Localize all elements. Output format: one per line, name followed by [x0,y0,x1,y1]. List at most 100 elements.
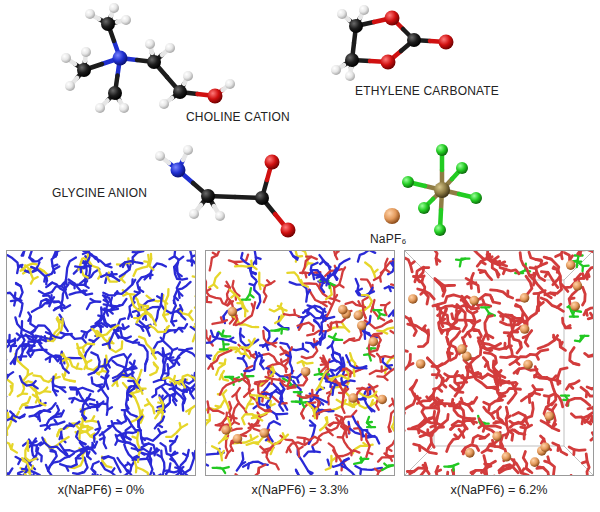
molecule-stick [316,414,319,419]
sodium-ion [408,294,418,304]
molecule-stick [249,424,270,441]
molecule-label: CHOLINE CATION [186,110,290,124]
molecule-stick [221,451,224,455]
molecule-stick [39,286,66,294]
molecule-stick [158,406,163,408]
molecule-stick [10,411,25,418]
molecule-stick [250,294,254,297]
molecule-stick [382,357,391,369]
molecule-stick [312,432,332,446]
molecule-stick [187,261,195,276]
molecule-stick [219,418,230,443]
molecule-stick [346,355,366,368]
molecule-stick [496,271,499,275]
molecule-stick [251,272,255,274]
molecule-stick [473,435,489,443]
molecule-stick [418,289,435,299]
molecule-stick [573,311,575,316]
molecule-stick [216,406,221,407]
box-frame [6,250,196,476]
atom [81,47,91,57]
molecule-stick [464,360,481,374]
molecule-stick [182,375,195,388]
sodium-ion [520,293,530,303]
molecule-stick [321,279,326,280]
molecule-stick [94,421,100,441]
molecule-stick [581,387,593,396]
atom [95,103,105,113]
molecule-stick [328,345,332,348]
molecule-stick [566,381,579,390]
molecule-stick [383,331,388,333]
molecule-stick [140,474,160,475]
molecule-stick [311,343,314,347]
molecule-stick [326,251,337,259]
molecule-stick [330,360,335,362]
sodium-ion [357,321,367,331]
molecule-stick [15,346,27,365]
molecule-stick [585,392,588,397]
molecule-stick [435,278,445,296]
molecule-stick [23,461,27,463]
molecule-stick [545,461,550,462]
molecule-stick [506,416,510,419]
molecule-stick [106,354,124,368]
molecule-stick [123,262,125,267]
molecule-stick [587,370,593,388]
molecule-stick [363,443,367,446]
molecule-stick [572,450,575,455]
molecule-stick [7,373,9,376]
molecule-stick [536,258,541,261]
molecule-stick [320,417,327,430]
molecule-stick [358,301,360,305]
molecule-stick [500,395,505,399]
atom [215,211,225,221]
molecule-stick [425,418,429,422]
molecule-stick [547,377,551,380]
molecule-stick [8,255,19,273]
molecule-stick [106,264,111,266]
molecule-stick [378,314,380,319]
box-frame [205,250,395,476]
molecule-stick [120,261,142,266]
molecule-stick [141,437,145,440]
molecule-stick [206,419,210,422]
box-caption: x(NaPF6) = 6.2% [404,483,594,497]
molecule-stick [23,268,49,276]
molecule-stick [569,385,573,388]
molecule-stick [319,369,320,374]
molecule-stick [7,413,10,418]
molecule-stick [384,377,388,380]
molecule-stick [138,417,142,444]
molecule-stick [104,300,108,302]
atom [189,209,199,219]
atom [183,71,193,81]
sodium-ion [502,452,512,462]
molecule-stick [306,256,311,258]
molecule-stick [26,446,29,451]
molecule-stick [593,408,594,413]
molecule-stick [388,427,391,432]
molecule-stick [298,447,302,450]
molecule-stick [127,265,129,270]
molecule-stick [583,418,585,423]
molecule-stick [533,386,536,390]
molecule-stick [377,368,394,377]
molecule-stick [307,290,310,294]
molecule-stick [60,464,77,467]
molecule-stick [174,282,191,303]
molecule-stick [408,429,432,436]
molecule-stick [37,414,40,419]
molecule-stick [432,349,450,366]
molecule-stick [296,471,298,475]
molecule-stick [459,429,462,433]
molecule-stick [297,324,302,325]
molecule-stick [32,438,37,459]
molecule-stick [302,361,304,366]
molecule-stick [255,380,260,383]
molecule-stick [61,282,64,286]
molecule-stick [22,393,27,395]
molecule-stick [171,300,176,325]
molecule-stick [538,302,540,307]
molecule-stick [579,251,582,255]
